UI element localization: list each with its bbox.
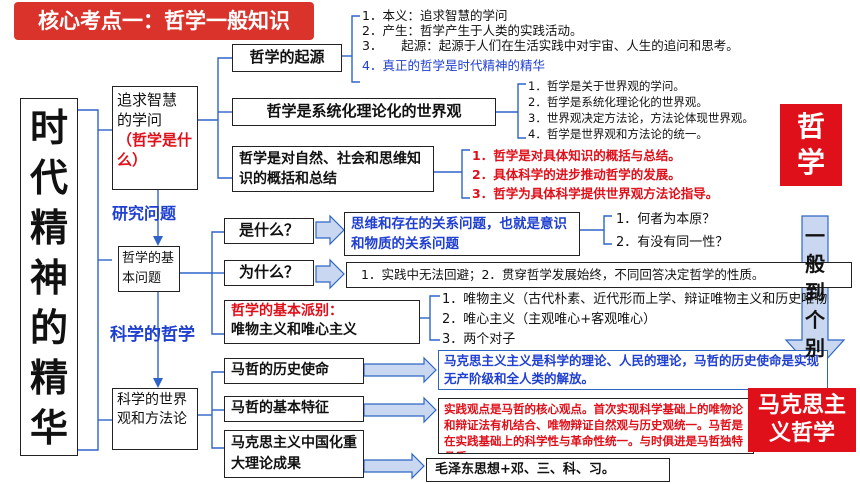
header-title: 核心考点一：哲学一般知识 xyxy=(38,9,290,33)
general-to-specific: 一般到个别 xyxy=(805,224,825,360)
summary: 哲学是对自然、社会和思维知识的概括和总结 xyxy=(239,151,421,187)
main-title: 时代精神的精华 xyxy=(29,106,68,450)
seek-line2: 的学问 xyxy=(117,111,163,129)
origin-item: 2．产生：哲学产生于人类的实践活动。 xyxy=(362,23,583,38)
schools-item: 3．两个对子 xyxy=(442,332,516,347)
marx-badge-text: 马克思主义哲学 xyxy=(757,393,846,446)
mission-text-box: 马克思主义主义是科学的理论、人民的理论，马哲的历史使命是实现无产阶级和全人类的解… xyxy=(438,350,828,390)
seek-wisdom-box: 追求智慧 的学问 （哲学是什么） xyxy=(112,86,198,190)
philosophy-badge: 哲学 xyxy=(780,104,842,186)
what-box: 是什么？ xyxy=(224,218,314,244)
features-box: 马哲的基本特征 xyxy=(224,396,364,422)
system-items: 1．哲学是关于世界观的学问。 2．哲学是系统化理论化的世界观。 3．世界观决定方… xyxy=(528,78,778,142)
science-label: 科学的哲学 xyxy=(110,325,195,345)
schools-red: 哲学的基本派别： xyxy=(231,303,343,319)
system-item: 3．世界观决定方法论，方法论体现世界观。 xyxy=(528,111,754,125)
why-answer-box: 1．实践中无法回避；2．贯穿哲学发展始终，不同回答决定哲学的性质。 xyxy=(346,262,852,288)
seek-line1: 追求智慧 xyxy=(117,91,178,109)
what-item: 1．何者为本原？ xyxy=(616,212,716,227)
system: 哲学是系统化理论化的世界观 xyxy=(266,102,462,120)
schools-items: 1．唯物主义（古代朴素、近代形而上学、辩证唯物主义和历史唯物 2．唯心主义（主观… xyxy=(442,290,858,350)
schools-item: 2．唯心主义（主观唯心+客观唯心） xyxy=(442,312,657,327)
what-item: 2．有没有同一性？ xyxy=(616,235,729,250)
summary-item: 1．哲学是对具体知识的概括与总结。 xyxy=(472,148,681,163)
worldview: 科学的世界观和方法论 xyxy=(117,392,187,427)
what-items: 1．何者为本原？ 2．有没有同一性？ xyxy=(616,208,786,254)
what: 是什么？ xyxy=(238,221,299,239)
marx-badge: 马克思主义哲学 xyxy=(748,388,856,452)
summary-box: 哲学是对自然、社会和思维知识的概括和总结 xyxy=(232,146,434,192)
mission-text: 马克思主义主义是科学的理论、人民的理论，马哲的历史使命是实现无产阶级和全人类的解… xyxy=(444,353,820,386)
schools-item: 1．唯物主义（古代朴素、近代形而上学、辩证唯物主义和历史唯物 xyxy=(442,292,828,307)
schools: 唯物主义和唯心主义 xyxy=(231,322,357,338)
origin-item: 1．本义：追求智慧的学问 xyxy=(362,8,508,23)
system-item: 1．哲学是关于世界观的学问。 xyxy=(528,79,685,93)
research-label: 研究问题 xyxy=(112,204,177,223)
schools-box: 哲学的基本派别： 唯物主义和唯心主义 xyxy=(224,300,420,344)
general-to-specific-label: 一般到个别 xyxy=(804,222,826,362)
what-answer: 思维和存在的关系问题，也就是意识和物质的关系问题 xyxy=(351,216,567,252)
header-banner: 核心考点一：哲学一般知识 xyxy=(14,2,314,40)
summary-item: 3．哲学为具体科学提供世界观方法论指导。 xyxy=(472,186,719,201)
sinicization-text-box: 毛泽东思想+邓、三、科、习。 xyxy=(426,458,670,482)
seek-red-label: （哲学是什么） xyxy=(117,131,193,169)
worldview-box: 科学的世界观和方法论 xyxy=(112,388,198,450)
features-text: 实践观点是马哲的核心观点。首次实现科学基础上的唯物论和辩证法有机结合、唯物辩证自… xyxy=(444,402,743,453)
summary-items: 1．哲学是对具体知识的概括与总结。 2．具体科学的进步推动哲学的发展。 3．哲学… xyxy=(472,146,792,203)
system-item: 4．哲学是世界观和方法论的统一。 xyxy=(528,127,708,141)
what-answer-box: 思维和存在的关系问题，也就是意识和物质的关系问题 xyxy=(344,212,580,256)
features-text-box: 实践观点是马哲的核心观点。首次实现科学基础上的唯物论和辩证法有机结合、唯物辩证自… xyxy=(438,398,754,454)
philosophy-badge-text: 哲学 xyxy=(796,110,825,179)
system-box: 哲学是系统化理论化的世界观 xyxy=(232,98,496,126)
origin-box: 哲学的起源 xyxy=(232,44,342,72)
basic-question: 哲学的基本问题 xyxy=(122,251,175,286)
summary-item: 2．具体科学的进步推动哲学的发展。 xyxy=(472,167,681,182)
features: 马哲的基本特征 xyxy=(231,400,329,416)
why-answer: 1．实践中无法回避；2．贯穿哲学发展始终，不同回答决定哲学的性质。 xyxy=(361,267,765,282)
why: 为什么？ xyxy=(238,263,299,281)
origin-items: 1．本义：追求智慧的学问 2．产生：哲学产生于人类的实践活动。 3． 起源：起源… xyxy=(362,8,802,73)
mission: 马哲的历史使命 xyxy=(231,362,329,378)
mission-box: 马哲的历史使命 xyxy=(224,358,364,384)
main-title-box: 时代精神的精华 xyxy=(20,98,78,456)
sinicization: 马克思主义中国化重大理论成果 xyxy=(231,435,357,472)
basic-question-box: 哲学的基本问题 xyxy=(118,246,180,292)
sinicization-box: 马克思主义中国化重大理论成果 xyxy=(224,430,364,478)
system-item: 2．哲学是系统化理论化的世界观。 xyxy=(528,95,708,109)
origin: 哲学的起源 xyxy=(249,48,325,66)
origin-item: 3． 起源：起源于人们在生活实践中对宇宙、人生的追问和思考。 xyxy=(362,38,739,53)
origin-item: 4．真正的哲学是时代精神的精华 xyxy=(362,58,545,73)
sinicization-text: 毛泽东思想+邓、三、科、习。 xyxy=(435,462,615,477)
why-box: 为什么？ xyxy=(224,260,314,286)
